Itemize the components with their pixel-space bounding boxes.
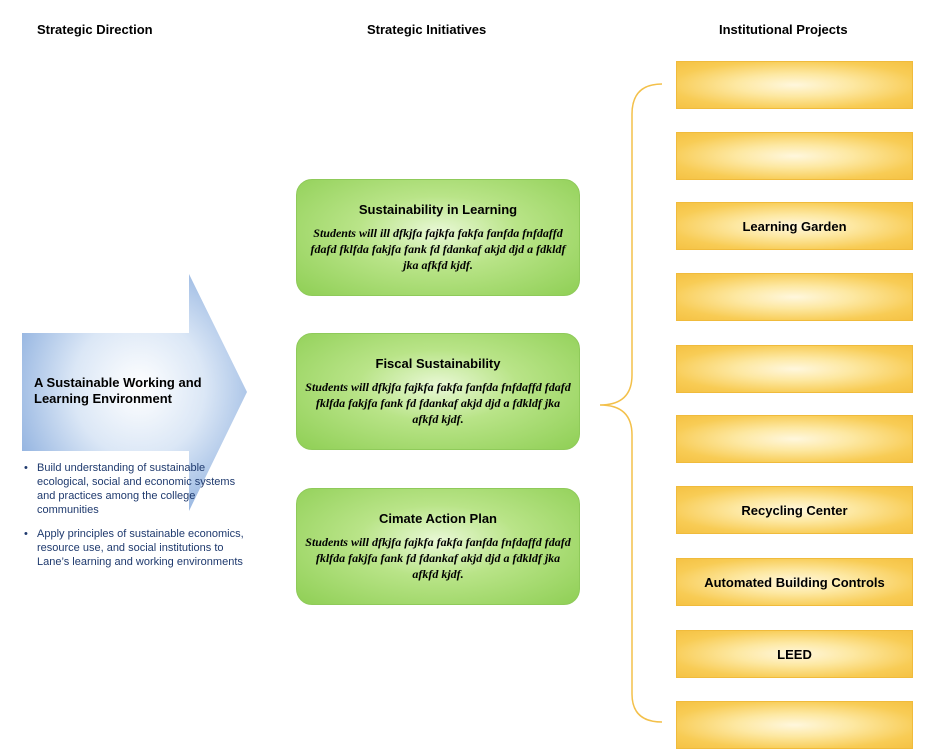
initiative-title: Fiscal Sustainability — [375, 356, 501, 371]
project-bar-recycling-center: Recycling Center — [676, 486, 913, 534]
bullet-text: Build understanding of sustainable ecolo… — [37, 462, 236, 516]
bullet-text: Apply principles of sustainable economic… — [37, 528, 244, 568]
project-bar — [676, 701, 913, 749]
project-bar — [676, 132, 913, 180]
bullet-dot-icon: • — [24, 528, 28, 540]
bullet-dot-icon: • — [24, 462, 28, 474]
project-bar — [676, 273, 913, 321]
project-bar — [676, 61, 913, 109]
initiative-title: Cimate Action Plan — [379, 511, 497, 526]
direction-bullet-list: • Build understanding of sustainable ecol… — [22, 461, 252, 579]
initiative-body: Students will dfkjfa fajkfa fakfa fanfda… — [305, 380, 571, 426]
project-bar-learning-garden: Learning Garden — [676, 202, 913, 250]
initiative-title: Sustainability in Learning — [358, 202, 518, 217]
project-bar-automated-building-controls: Automated Building Controls — [676, 558, 913, 606]
project-bar — [676, 415, 913, 463]
header-institutional-projects: Institutional Projects — [719, 22, 848, 37]
project-bar — [676, 345, 913, 393]
direction-bullet: • Build understanding of sustainable ecol… — [22, 461, 252, 517]
header-strategic-initiatives: Strategic Initiatives — [367, 22, 487, 37]
direction-title: A Sustainable Working and Learning Envir… — [34, 375, 202, 406]
initiative-body: Students will ill dfkjfa fajkfa fakfa fa… — [310, 226, 566, 272]
project-bar-leed: LEED — [676, 630, 913, 678]
initiative-box: Fiscal Sustainability Students will dfkj… — [296, 333, 580, 450]
direction-bullet: • Apply principles of sustainable economi… — [22, 527, 252, 569]
initiative-box: Sustainability in Learning Students will… — [296, 179, 580, 296]
header-strategic-direction: Strategic Direction — [37, 22, 153, 37]
initiative-body: Students will dfkjfa fajkfa fakfa fanfda… — [305, 535, 571, 581]
initiative-box: Cimate Action Plan Students will dfkjfa … — [296, 488, 580, 605]
